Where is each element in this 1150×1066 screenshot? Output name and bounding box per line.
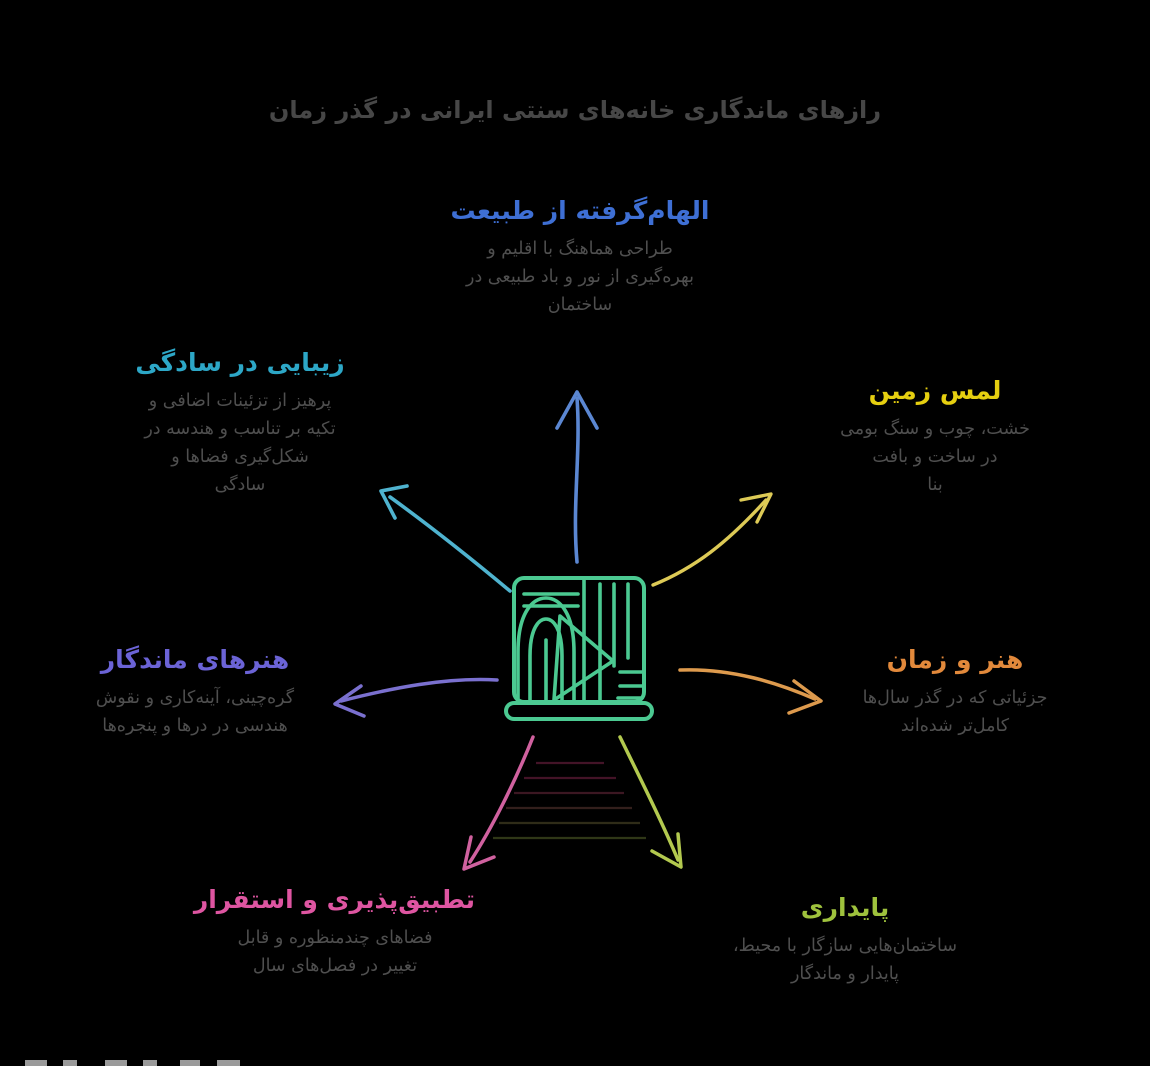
section-art-and-time: هنر و زمان جزئیاتی که در گذر سال‌ها کامل… bbox=[840, 645, 1070, 740]
watermark-dash bbox=[63, 1060, 77, 1066]
section-description-line: پرهیز از تزئینات اضافی و bbox=[148, 391, 332, 411]
upper-left-arrow-icon bbox=[379, 484, 512, 593]
traditional-house-icon bbox=[504, 576, 654, 721]
section-description-line: پایدار و ماندگار bbox=[790, 964, 900, 984]
section-heading: لمس زمین bbox=[868, 376, 1002, 405]
hatch-texture bbox=[493, 761, 646, 840]
watermark-dash bbox=[217, 1060, 240, 1066]
section-description-line: تکیه بر تناسب و هندسه در bbox=[144, 419, 336, 439]
section-description-line: جزئیاتی که در گذر سال‌ها bbox=[862, 688, 1048, 708]
section-description-line: ساختمان‌هایی سازگار با محیط، bbox=[732, 936, 958, 956]
section-description-line: بنا bbox=[927, 475, 943, 495]
right-arrow-icon bbox=[678, 668, 823, 715]
watermark-dash bbox=[180, 1060, 200, 1066]
section-adaptability: تطبیق‌پذیری و استقرار فضاهای چندمنظوره و… bbox=[193, 885, 475, 980]
section-description-line: ساختمان bbox=[547, 295, 613, 315]
section-description-line: شکل‌گیری فضاها و bbox=[171, 447, 309, 467]
section-heading: پایداری bbox=[800, 893, 890, 922]
section-enduring-arts: هنرهای ماندگار گره‌چینی، آینه‌کاری و نقو… bbox=[55, 645, 335, 740]
section-description-line: کامل‌تر شده‌اند bbox=[900, 716, 1010, 736]
section-touch-of-earth: لمس زمین خشت، چوب و سنگ بومی در ساخت و ب… bbox=[820, 376, 1050, 499]
section-description-line: خشت، چوب و سنگ بومی bbox=[840, 419, 1030, 439]
lower-left-arrow-icon bbox=[462, 735, 535, 871]
section-description-line: بهره‌گیری از نور و باد طبیعی در bbox=[466, 267, 694, 287]
section-description-line: گره‌چینی، آینه‌کاری و نقوش bbox=[95, 688, 295, 708]
section-description-line: تغییر در فصل‌های سال bbox=[252, 956, 418, 976]
section-beauty-in-simplicity: زیبایی در سادگی پرهیز از تزئینات اضافی و… bbox=[90, 348, 390, 499]
left-arrow-icon bbox=[333, 677, 499, 718]
section-inspired-by-nature: الهام‌گرفته از طبیعت طراحی هماهنگ با اقل… bbox=[400, 196, 760, 319]
diagram-title: رازهای ماندگاری خانه‌های سنتی ایرانی در … bbox=[268, 96, 882, 124]
section-description-line: فضاهای چندمنظوره و قابل bbox=[237, 928, 433, 948]
section-heading: هنرهای ماندگار bbox=[100, 645, 290, 674]
up-arrow-icon bbox=[555, 390, 599, 564]
watermark-dash bbox=[105, 1060, 127, 1066]
section-heading: تطبیق‌پذیری و استقرار bbox=[193, 885, 475, 914]
section-sustainability: پایداری ساختمان‌هایی سازگار با محیط، پای… bbox=[700, 893, 990, 988]
upper-right-arrow-icon bbox=[651, 492, 773, 587]
section-heading: هنر و زمان bbox=[886, 645, 1024, 674]
lower-right-arrow-icon bbox=[618, 735, 683, 869]
section-description-line: سادگی bbox=[214, 475, 266, 495]
section-heading: الهام‌گرفته از طبیعت bbox=[450, 196, 710, 225]
section-description-line: طراحی هماهنگ با اقلیم و bbox=[487, 239, 673, 259]
section-heading: زیبایی در سادگی bbox=[135, 348, 345, 377]
watermark-dash bbox=[25, 1060, 47, 1066]
watermark-dash bbox=[143, 1060, 157, 1066]
section-description-line: هندسی در درها و پنجره‌ها bbox=[102, 716, 288, 736]
section-description-line: در ساخت و بافت bbox=[872, 447, 998, 467]
